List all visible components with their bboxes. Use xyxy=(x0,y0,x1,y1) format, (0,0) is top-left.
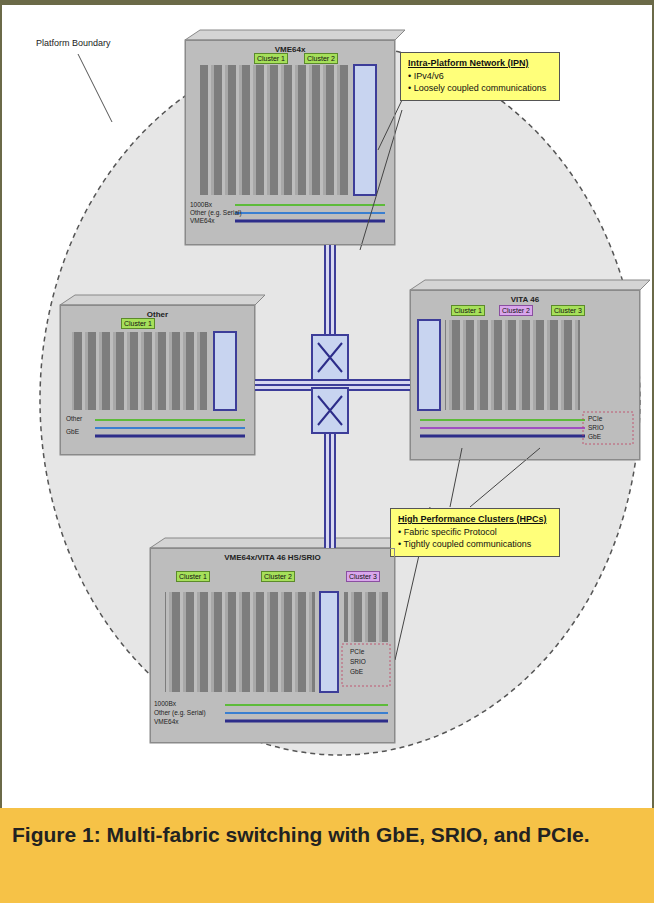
node-title: Other xyxy=(61,310,254,319)
cluster-tab: Cluster 2 xyxy=(304,53,338,64)
cluster-tab: Cluster 3 xyxy=(346,571,380,582)
node-title: High Performance Clusters (HPCs) xyxy=(398,514,552,524)
fabric-label: SRIO xyxy=(588,424,604,431)
node-title: VME64x xyxy=(186,45,394,54)
fabric-label: 1000Bx xyxy=(190,201,212,208)
cluster-tab: Cluster 1 xyxy=(451,305,485,316)
node-title: Cluster 1 xyxy=(179,573,207,580)
cluster-tab: Cluster 1 xyxy=(121,318,155,329)
fabric-label: 1000Bx xyxy=(154,700,176,707)
node-title: Cluster 2 xyxy=(264,573,292,580)
cluster-tab: Cluster 1 xyxy=(254,53,288,64)
boundary-label: Platform Boundary xyxy=(36,38,111,48)
node-title: Cluster 3 xyxy=(554,307,582,314)
fabric-label: Other (e.g. Serial) xyxy=(190,209,242,216)
fabric-label: GbE xyxy=(350,668,363,675)
node-title: VITA 46 xyxy=(411,295,639,304)
cluster-tab: Cluster 1 xyxy=(176,571,210,582)
bullet-text: • Fabric specific Protocol xyxy=(398,527,552,537)
cluster-tab: Cluster 3 xyxy=(551,305,585,316)
node-title: Cluster 2 xyxy=(307,55,335,62)
bullet-text: • IPv4/v6 xyxy=(408,71,552,81)
node-title: VME64x/VITA 46 HS/SRIO xyxy=(151,553,394,562)
fabric-label: GbE xyxy=(66,428,79,435)
cluster-tab: Cluster 2 xyxy=(261,571,295,582)
chassis-box: OtherCluster 1 xyxy=(60,305,255,455)
fabric-label: Other (e.g. Serial) xyxy=(154,709,206,716)
fabric-label: VME64x xyxy=(190,217,215,224)
callout-box: Intra-Platform Network (IPN) • IPv4/v6 • L… xyxy=(400,52,560,101)
bullet-text: • Loosely coupled communications xyxy=(408,83,552,93)
fabric-label: SRIO xyxy=(350,658,366,665)
bullet-text: • Tightly coupled communications xyxy=(398,539,552,549)
node-title: Intra-Platform Network (IPN) xyxy=(408,58,552,68)
fabric-label: VME64x xyxy=(154,718,179,725)
cluster-tab: Cluster 2 xyxy=(499,305,533,316)
node-title: Cluster 1 xyxy=(454,307,482,314)
node-title: Cluster 1 xyxy=(124,320,152,327)
fabric-label: GbE xyxy=(588,433,601,440)
node-title: Cluster 3 xyxy=(349,573,377,580)
fabric-label: PCIe xyxy=(588,415,602,422)
fabric-cable xyxy=(255,385,410,386)
fabric-label: PCIe xyxy=(350,648,364,655)
node-title: Cluster 1 xyxy=(257,55,285,62)
chassis-box: VITA 46 Cluster 1 Cluster 2 Cluster 3 xyxy=(410,290,640,460)
fabric-label: Other xyxy=(66,415,82,422)
callout-box: High Performance Clusters (HPCs) • Fabric… xyxy=(390,508,560,557)
node-title: Cluster 2 xyxy=(502,307,530,314)
figure-caption: Figure 1: Multi-fabric switching with Gb… xyxy=(0,808,654,903)
